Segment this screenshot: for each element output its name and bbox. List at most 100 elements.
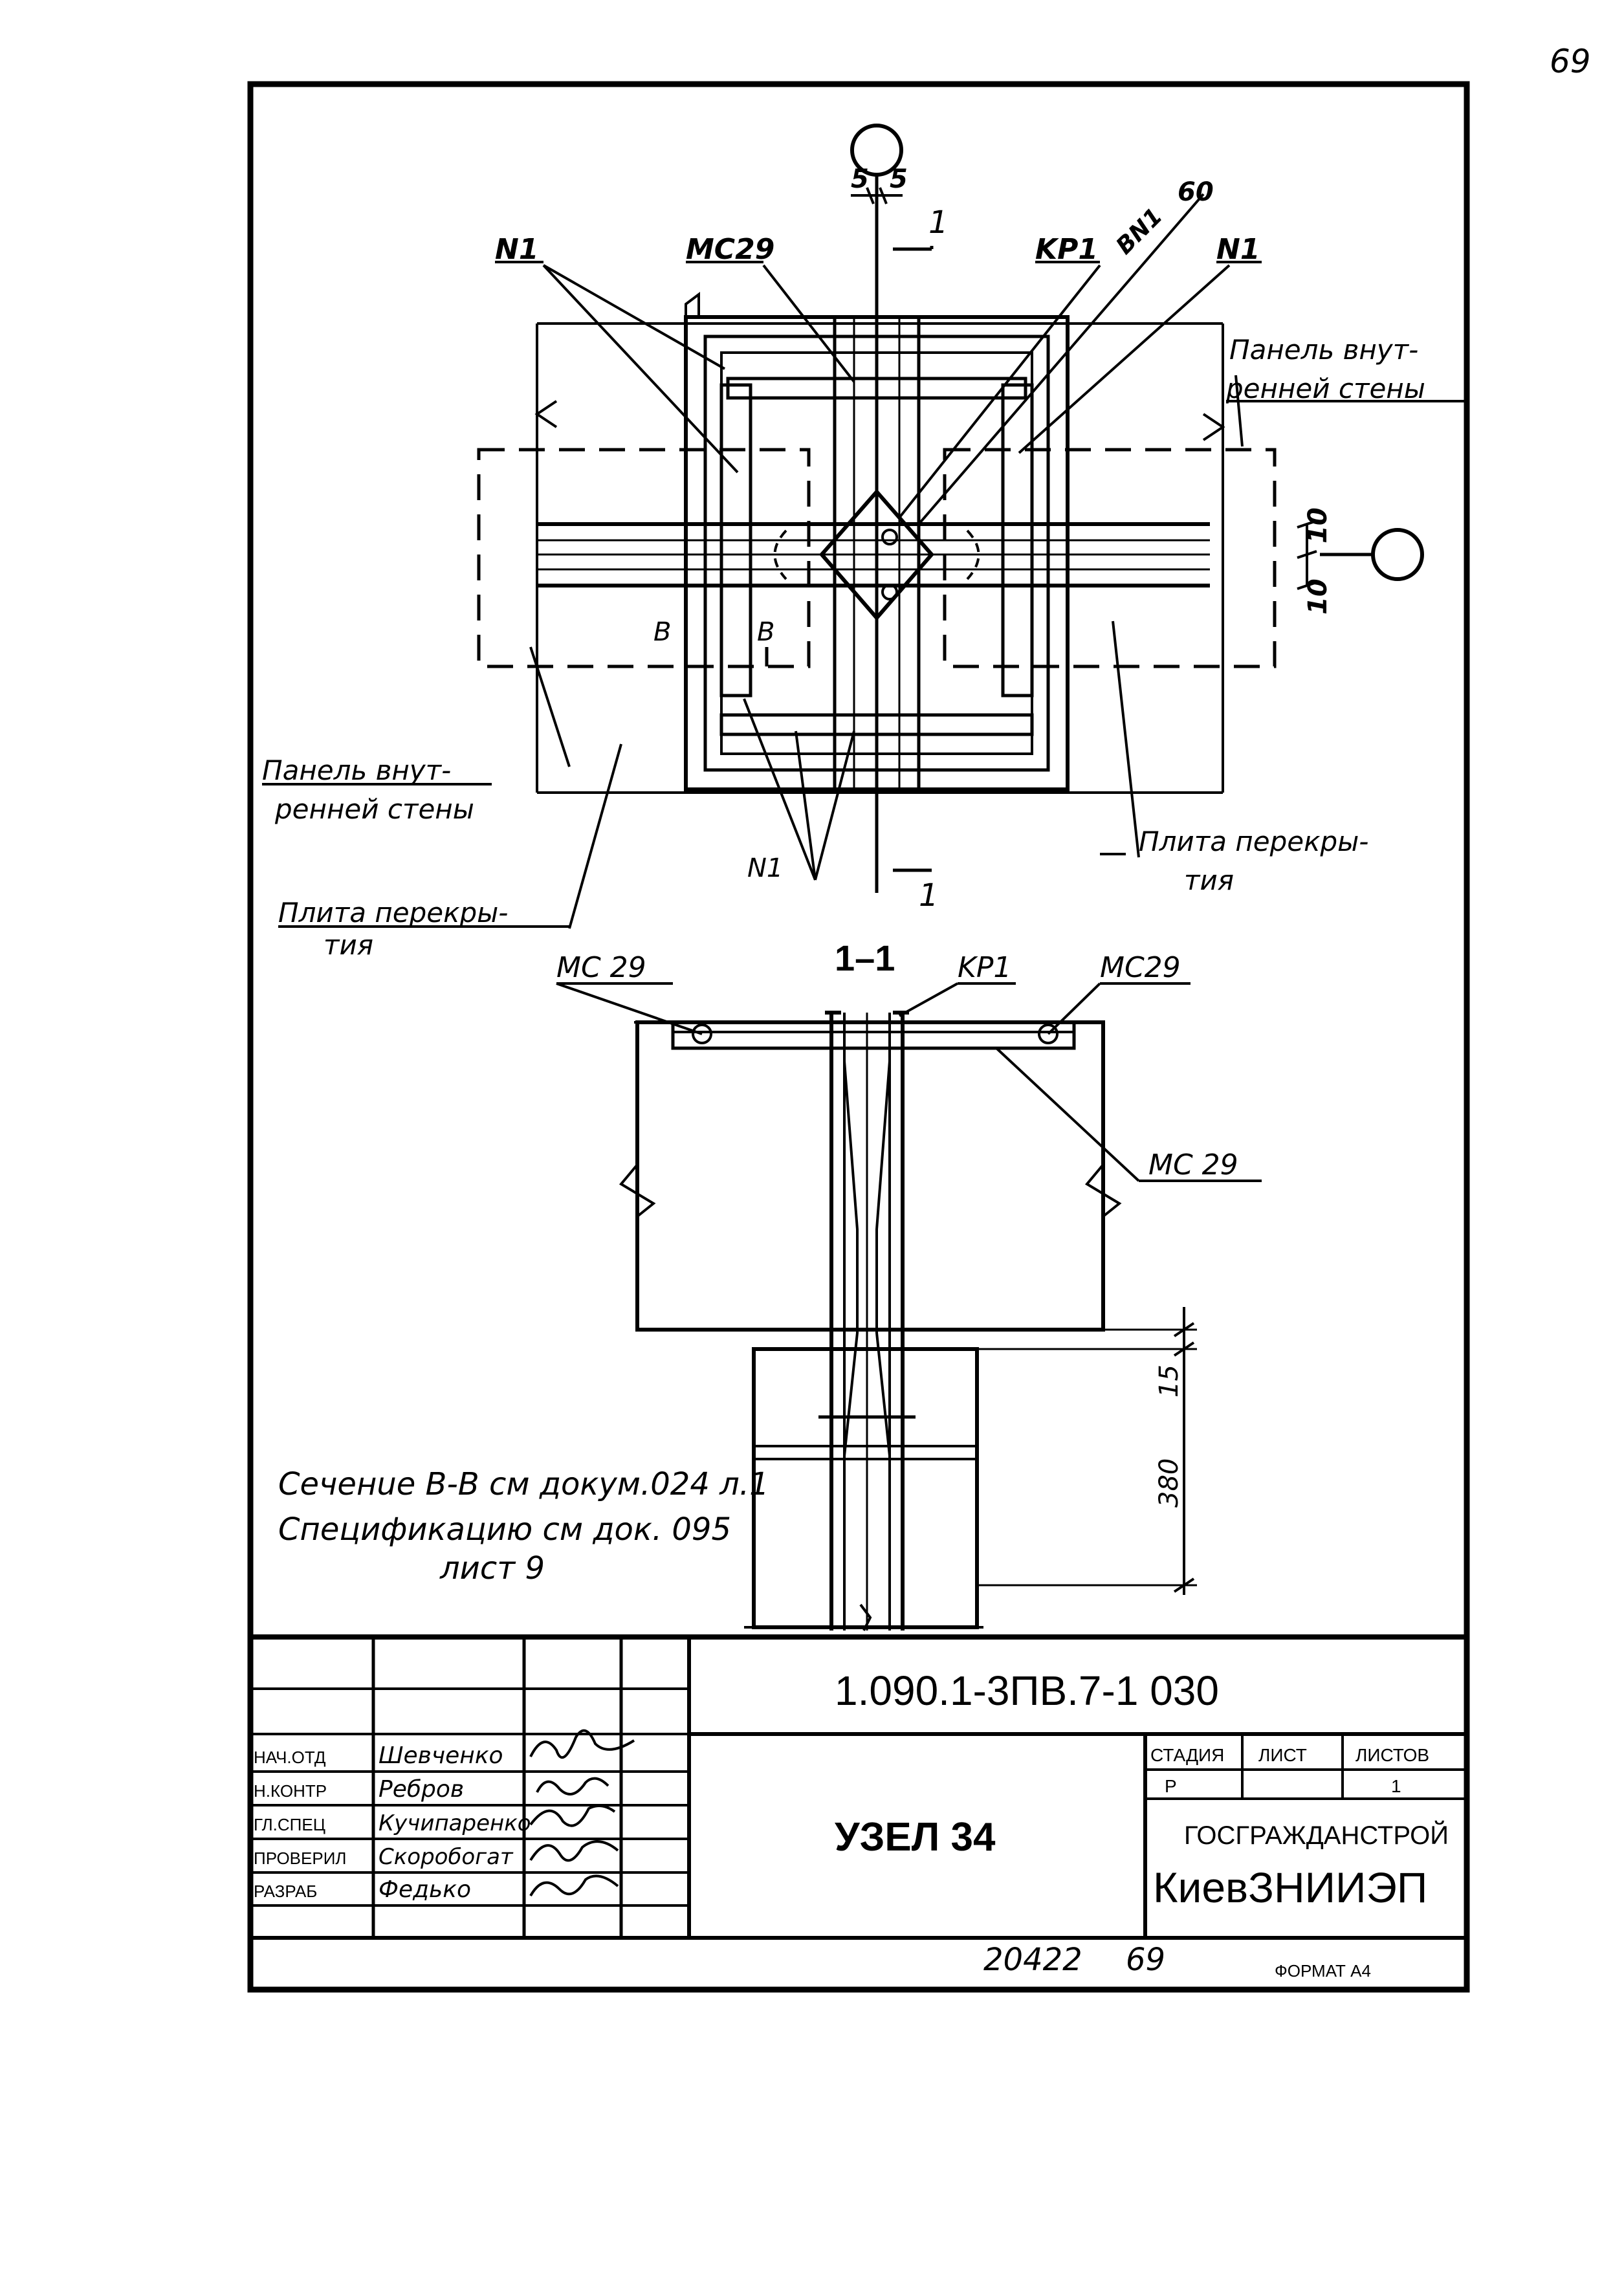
- leader-mc29-left: [556, 982, 703, 1035]
- label-dim-10-top: 10: [1303, 507, 1333, 544]
- plan-view: [477, 124, 1424, 929]
- plate-mc29-top: [726, 377, 1027, 400]
- leader-n1-bottom: [743, 698, 817, 881]
- stage-header: СТАДИЯ: [1150, 1745, 1224, 1765]
- dim-tick: [1297, 581, 1317, 590]
- section-upper-wall: [635, 1020, 1105, 1332]
- bar-mc29-left: [692, 1024, 712, 1044]
- label-n1-bottom: N1: [747, 853, 783, 883]
- stage-value: Р: [1165, 1776, 1177, 1796]
- signature: [529, 1874, 619, 1897]
- break-mark: [534, 400, 558, 428]
- label-mc29-top: MC29: [686, 233, 774, 266]
- note-slab-left-1: Плита перекры-: [278, 897, 508, 928]
- section-labels: MC 29 KP1 MC29 MC 29 15 380: [556, 951, 1238, 1508]
- plate-n1-left: [719, 383, 752, 697]
- name-1: Шевченко: [379, 1742, 503, 1769]
- leader-kp1: [898, 264, 1101, 519]
- note-panel-left-1: Панель внут-: [262, 754, 451, 786]
- wall-panel-outline: [684, 315, 1070, 791]
- signature: [529, 1729, 635, 1759]
- title-block: [250, 1634, 1467, 1940]
- leader-slab-right: [1112, 620, 1140, 858]
- leader-n1-right: [1018, 264, 1231, 454]
- leader-panel-right: [1234, 375, 1244, 447]
- note-slab-left-2: тия: [324, 929, 373, 961]
- connector-taper-right: [875, 1060, 891, 1456]
- leader-n1-bottom: [814, 730, 855, 881]
- break-mark: [619, 1163, 656, 1218]
- note-line-1: Сеченuе В-В см докум.024 л.1: [278, 1466, 769, 1502]
- break-mark: [685, 292, 700, 317]
- format-label: ФОРМАТ А4: [1275, 1961, 1371, 1981]
- label-dim-60: 60: [1178, 177, 1214, 207]
- name-2: Ребров: [379, 1776, 464, 1803]
- note-panel-left-2: ренней стены: [274, 793, 474, 825]
- leader-mc29-lower: [995, 1047, 1140, 1182]
- sheets-header: ЛИСТОВ: [1355, 1745, 1429, 1765]
- footer: 20422 69 ФОРМАТ А4: [983, 1942, 1371, 1981]
- label-section-mark-bottom: 1: [919, 877, 939, 914]
- dim-tick: [1297, 520, 1317, 529]
- label-b-left: B: [653, 617, 671, 647]
- label-section-mark-top: 1: [928, 204, 949, 241]
- label-n1-right: N1: [1216, 233, 1260, 266]
- label-kp1-section: KP1: [958, 951, 1011, 984]
- sheet-header: ЛИСТ: [1258, 1745, 1307, 1765]
- leader-n1: [542, 264, 739, 474]
- label-dim-10-bottom: 10: [1303, 578, 1333, 615]
- doc-code: 1.090.1-3ПВ.7-1 030: [835, 1667, 1219, 1714]
- dim-tick: [1173, 1341, 1195, 1357]
- note-panel-right-2: ренней стены: [1225, 373, 1425, 404]
- signature: [536, 1777, 609, 1795]
- role-3: ГЛ.СПЕЦ: [254, 1815, 325, 1834]
- org-name-1: ГОСГРАЖДАНСТРОЙ: [1184, 1820, 1449, 1850]
- leader-kp1: [899, 982, 958, 1017]
- connector-taper-left: [843, 1060, 859, 1456]
- signatures: [529, 1729, 635, 1897]
- name-5: Федько: [379, 1876, 471, 1903]
- title-block-text: 1.090.1-3ПВ.7-1 030 УЗЕЛ 34 НАЧ.ОТД Н.КО…: [254, 1667, 1449, 1911]
- drawing-frame: [247, 81, 1470, 1993]
- note-slab-right-1: Плита перекры-: [1139, 826, 1368, 857]
- signature: [529, 1805, 616, 1827]
- plate-bottom: [719, 713, 1034, 736]
- break-mark: [1202, 413, 1225, 441]
- section-lower-slab: [752, 1445, 978, 1460]
- inventory-number: 20422: [983, 1942, 1082, 1978]
- dim-tick: [1173, 1577, 1195, 1593]
- note-line-3: лист 9: [439, 1550, 545, 1587]
- leader-slab-left: [568, 743, 622, 929]
- wall-panel-inner-outline: [703, 335, 1050, 772]
- slab-outline-right: [943, 448, 1277, 668]
- weld-arc-left: [773, 529, 787, 580]
- label-dim-5-left: 5: [851, 164, 869, 194]
- bolt-hole: [881, 584, 898, 600]
- plan-notes: Панель внут- ренней стены Панель внут- р…: [262, 334, 1469, 961]
- connector-kp1: [819, 489, 934, 621]
- dim-tick: [879, 187, 888, 204]
- label-mc29-lower: MC 29: [1148, 1148, 1238, 1181]
- note-panel-right-1: Панель внут-: [1229, 334, 1418, 366]
- leader-mc29: [762, 264, 855, 383]
- label-dim-380: 380: [1154, 1458, 1184, 1508]
- org-name-2: КиевЗНИИЭП: [1153, 1863, 1427, 1911]
- drawing-title: УЗЕЛ 34: [835, 1815, 996, 1860]
- bar-mc29-right: [1038, 1024, 1059, 1044]
- break-mark: [859, 1603, 872, 1631]
- weld-arc-right: [966, 529, 980, 580]
- section-view: [556, 982, 1262, 1631]
- bolt-hole: [881, 529, 898, 545]
- label-bn1: BN1: [1111, 203, 1167, 259]
- break-mark: [1084, 1163, 1122, 1218]
- label-b-right: B: [757, 617, 774, 647]
- leader-n1-bottom: [795, 730, 817, 881]
- label-dim-15: 15: [1154, 1365, 1184, 1398]
- role-4: ПРОВЕРИЛ: [254, 1849, 346, 1868]
- name-4: Скоробогат: [379, 1844, 514, 1870]
- name-3: Кучипаренко: [379, 1810, 531, 1836]
- section-lower-panel: [752, 1347, 979, 1629]
- leader-n1: [543, 264, 725, 370]
- role-2: Н.КОНТР: [254, 1781, 327, 1801]
